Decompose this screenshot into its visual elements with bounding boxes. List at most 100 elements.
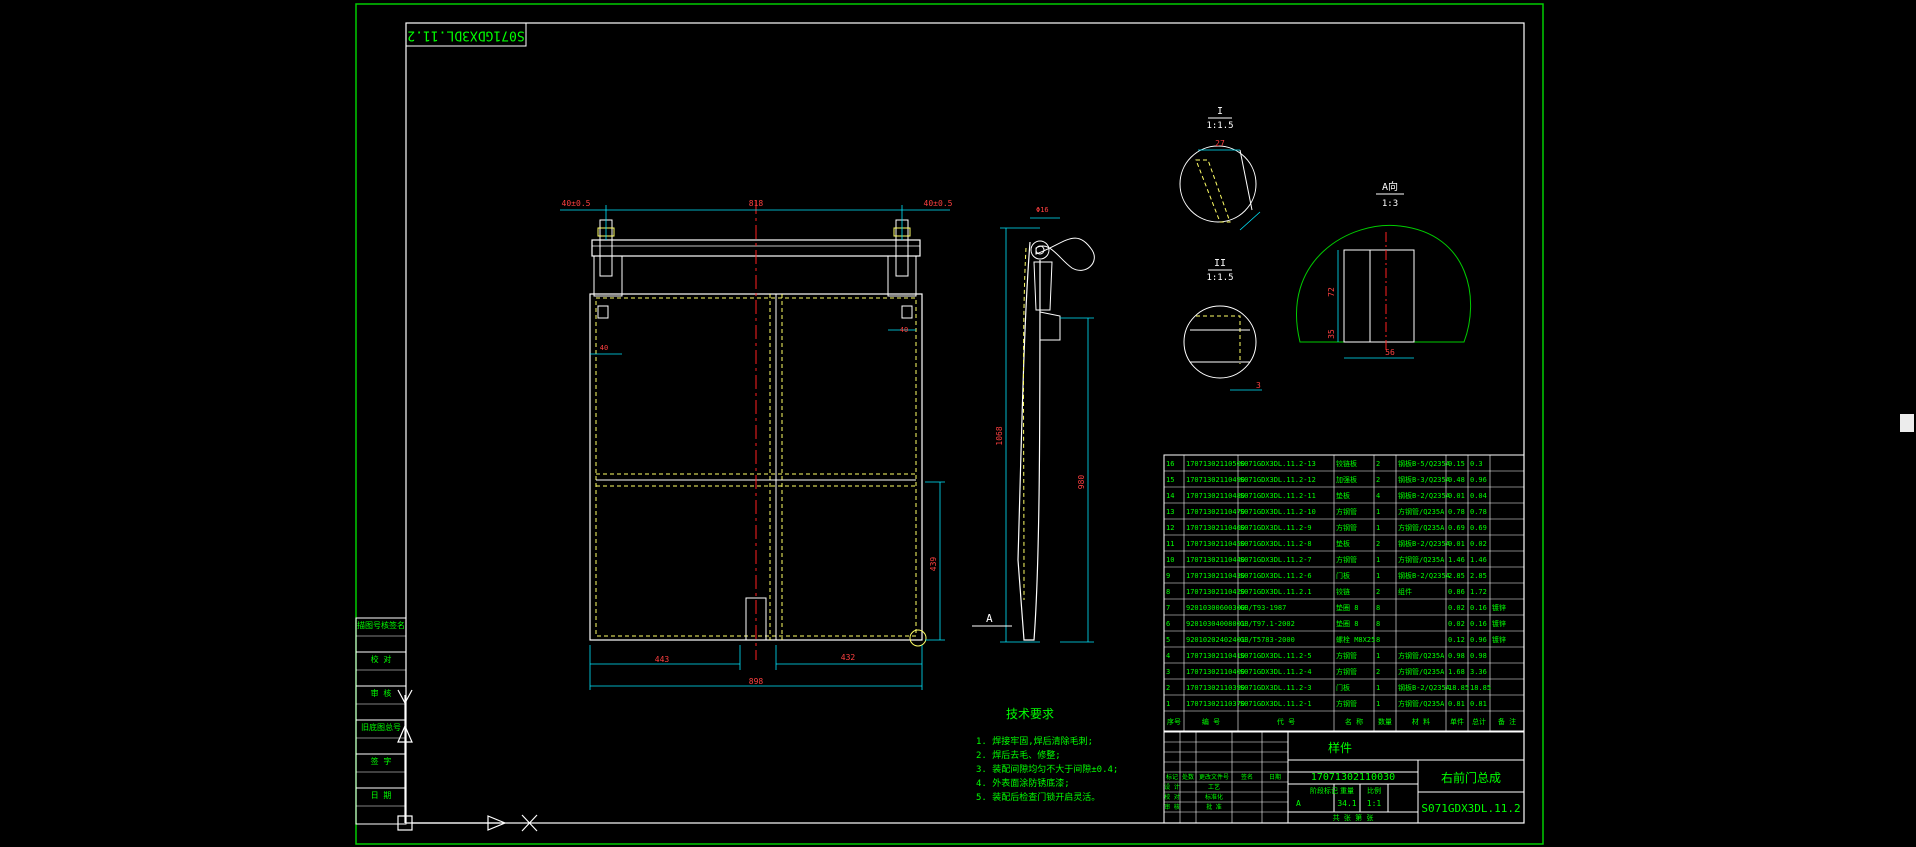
- vertical-scrollbar[interactable]: [1898, 0, 1916, 847]
- svg-text:II: II: [1214, 258, 1226, 269]
- bom-cell: 17071302110410: [1186, 652, 1245, 660]
- bom-cell: 方钢管/Q235A: [1398, 651, 1445, 660]
- bom-cell: 0.16: [1470, 620, 1487, 628]
- bom-cell: S071GDX3DL.11.2-1: [1240, 700, 1312, 708]
- scrollbar-thumb[interactable]: [1900, 414, 1914, 432]
- bom-cell: 0.04: [1470, 492, 1487, 500]
- sidebar-approval-table: 描图号核签名 校 对 审 核 旧底图总号 签 字 日 期: [355, 617, 407, 825]
- sidebar-label-4: 签 字: [371, 756, 392, 766]
- left-label-0: 设 计: [1164, 783, 1180, 791]
- dim-439: 439: [929, 557, 938, 572]
- bom-cell: 门板: [1336, 683, 1350, 692]
- bom-cell: 17071302110370: [1186, 700, 1245, 708]
- bom-cell: 0.12: [1448, 636, 1465, 644]
- svg-text:I: I: [1217, 106, 1223, 117]
- bom-cell: 17071302110400: [1186, 668, 1245, 676]
- bom-cell: 0.01: [1448, 492, 1465, 500]
- bom-cell: S071GDX3DL.11.2-3: [1240, 684, 1312, 692]
- bom-cell: 3: [1166, 668, 1170, 676]
- bom-cell: 加强板: [1336, 475, 1357, 484]
- bom-cell: 钢板B-5/Q235A: [1398, 459, 1451, 468]
- tech-req-item-3: 3. 装配间隙均匀不大于间隙±0.4;: [976, 763, 1118, 775]
- left-label-4: 标准化: [1205, 793, 1223, 801]
- bom-cell: 15: [1166, 476, 1174, 484]
- bom-cell: 4: [1166, 652, 1170, 660]
- bom-cell: 方钢管/Q235A: [1398, 699, 1445, 708]
- bom-cell: 方钢管: [1336, 555, 1357, 564]
- tech-req-title: 技术要求: [1006, 707, 1054, 721]
- bom-cell: 钢板B-2/Q235A: [1398, 539, 1451, 548]
- bom-cell: 0.96: [1470, 476, 1487, 484]
- bom-cell: 1: [1376, 508, 1380, 516]
- bom-cell: 方钢管: [1336, 667, 1357, 676]
- drawing-title: 右前门总成: [1441, 770, 1501, 785]
- bom-cell: 方钢管/Q235A: [1398, 555, 1445, 564]
- left-label-1: 校 对: [1164, 793, 1180, 801]
- bom-cell: GB/T93-1987: [1240, 604, 1286, 612]
- tech-req-item-1: 1. 焊接牢固,焊后清除毛刺;: [976, 735, 1093, 747]
- door-side-view: [1017, 237, 1095, 641]
- bom-cell: 0.02: [1470, 540, 1487, 548]
- bom-cell: 14: [1166, 492, 1174, 500]
- bom-cell: 垫板: [1336, 491, 1350, 500]
- bom-cell: 13: [1166, 508, 1174, 516]
- detail-view-A: A向 1:3 72 35 56: [1296, 180, 1472, 359]
- tech-req-item-4: 4. 外表面涂防锈底漆;: [976, 777, 1070, 789]
- detail-view-I: I 1:1.5 27: [1179, 106, 1261, 231]
- door-front-view: [589, 219, 927, 647]
- svg-text:A向: A向: [1382, 180, 1398, 193]
- bom-cell: S071GDX3DL.11.2-8: [1240, 540, 1312, 548]
- bom-cell: 10: [1166, 556, 1174, 564]
- bom-cell: GB/T97.1-2002: [1240, 620, 1295, 628]
- bom-cell: S071GDX3DL.11.2-4: [1240, 668, 1312, 676]
- technical-requirements: 技术要求 1. 焊接牢固,焊后清除毛刺; 2. 焊后去毛、修整; 3. 装配间隙…: [976, 707, 1118, 803]
- bom-cell: 1.72: [1470, 588, 1487, 596]
- bom-cell: 1.46: [1470, 556, 1487, 564]
- bom-cell: 镀锌: [1492, 619, 1506, 628]
- bom-cell: 11: [1166, 540, 1174, 548]
- row-label-1: 处数: [1182, 773, 1194, 781]
- row-label-4: 日期: [1269, 773, 1281, 781]
- bom-cell: 1.68: [1448, 668, 1465, 676]
- bom-cell: 2: [1376, 460, 1380, 468]
- bom-cell: 17071302110440: [1186, 556, 1245, 564]
- bom-cell: S071GDX3DL.11.2-11: [1240, 492, 1316, 500]
- bom-cell: S071GDX3DL.11.2-7: [1240, 556, 1312, 564]
- bom-header-cell: 代 号: [1277, 717, 1295, 726]
- bom-cell: 垫圈 8: [1336, 603, 1358, 612]
- bom-cell: S071GDX3DL.11.2-9: [1240, 524, 1312, 532]
- part-code: 17071302110030: [1311, 772, 1395, 783]
- bom-cell: GB/T5783-2000: [1240, 636, 1295, 644]
- bom-cell: 铰链: [1336, 587, 1350, 596]
- bom-cell: 1: [1166, 700, 1170, 708]
- weight-value: 34.1: [1337, 799, 1356, 808]
- bom-cell: 1: [1376, 556, 1380, 564]
- bom-cell: 16: [1166, 460, 1174, 468]
- bom-cell: 2: [1376, 476, 1380, 484]
- ucs-icon: [397, 689, 538, 832]
- bom-cell: 0.48: [1448, 476, 1465, 484]
- bom-cell: 1.46: [1448, 556, 1465, 564]
- row-label-3: 签名: [1241, 773, 1253, 781]
- bom-cell: 方钢管/Q235A: [1398, 523, 1445, 532]
- sidebar-label-5: 日 期: [371, 791, 392, 800]
- bom-cell: 17071302110470: [1186, 508, 1245, 516]
- dim-left-tol: 40±0.5: [562, 199, 591, 208]
- bom-cell: 0.01: [1448, 540, 1465, 548]
- bom-cell: 0.98: [1448, 652, 1465, 660]
- bom-cell: 0.69: [1448, 524, 1465, 532]
- bom-cell: S071GDX3DL.11.2-10: [1240, 508, 1316, 516]
- bom-cell: S071GDX3DL.11.2-13: [1240, 460, 1316, 468]
- bom-header-cell: 单件: [1450, 717, 1464, 726]
- drawing-number-box: [405, 22, 527, 47]
- bom-cell: 1: [1376, 684, 1380, 692]
- bom-cell: 钢板B-2/Q235A: [1398, 491, 1451, 500]
- sheet-label: 共 张 第 张: [1333, 813, 1374, 822]
- bom-cell: 组件: [1398, 587, 1412, 596]
- bom-cell: 0.96: [1470, 636, 1487, 644]
- bom-cell: 0.86: [1448, 588, 1465, 596]
- bom-cell: 4: [1376, 492, 1380, 500]
- sidebar-label-2: 审 核: [371, 688, 392, 698]
